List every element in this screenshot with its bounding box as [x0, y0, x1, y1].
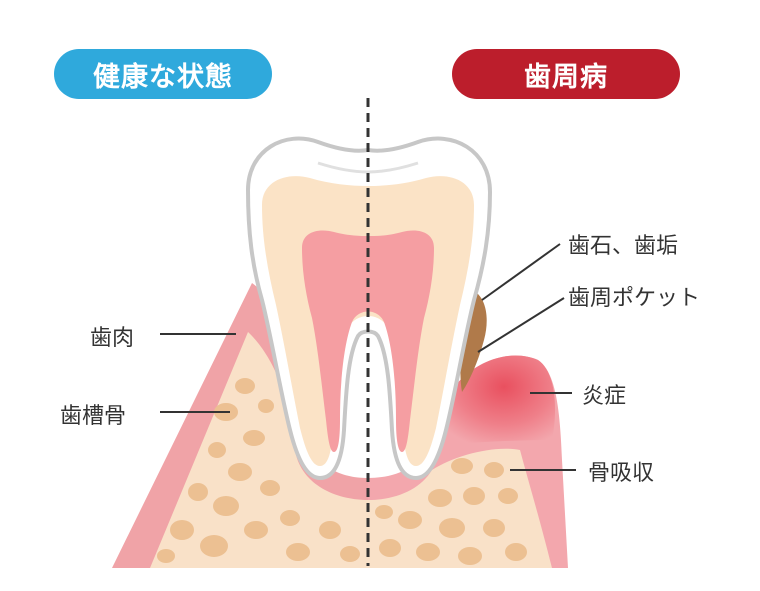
leader-calculus	[481, 243, 561, 301]
healthy-state-header: 健康な状態	[54, 49, 272, 99]
bone-spots-right	[375, 458, 527, 565]
label-bone-resorption: 骨吸収	[588, 461, 655, 486]
label-gum: 歯肉	[90, 326, 135, 351]
bone-spots-left	[157, 378, 360, 563]
inflamed-gum	[441, 355, 556, 445]
label-calculus-plaque: 歯石、歯垢	[568, 234, 679, 259]
label-inflammation: 炎症	[582, 384, 627, 409]
periodontal-disease-header: 歯周病	[452, 49, 680, 99]
alveolar-bone-left	[150, 332, 368, 568]
leader-pocket	[477, 297, 565, 353]
enamel-inner-line	[317, 161, 419, 174]
label-alveolar-bone: 歯槽骨	[60, 404, 127, 429]
label-periodontal-pocket: 歯周ポケット	[568, 286, 701, 311]
pulp	[302, 230, 434, 452]
leader-lines	[160, 243, 576, 471]
alveolar-bone-right	[368, 448, 552, 568]
